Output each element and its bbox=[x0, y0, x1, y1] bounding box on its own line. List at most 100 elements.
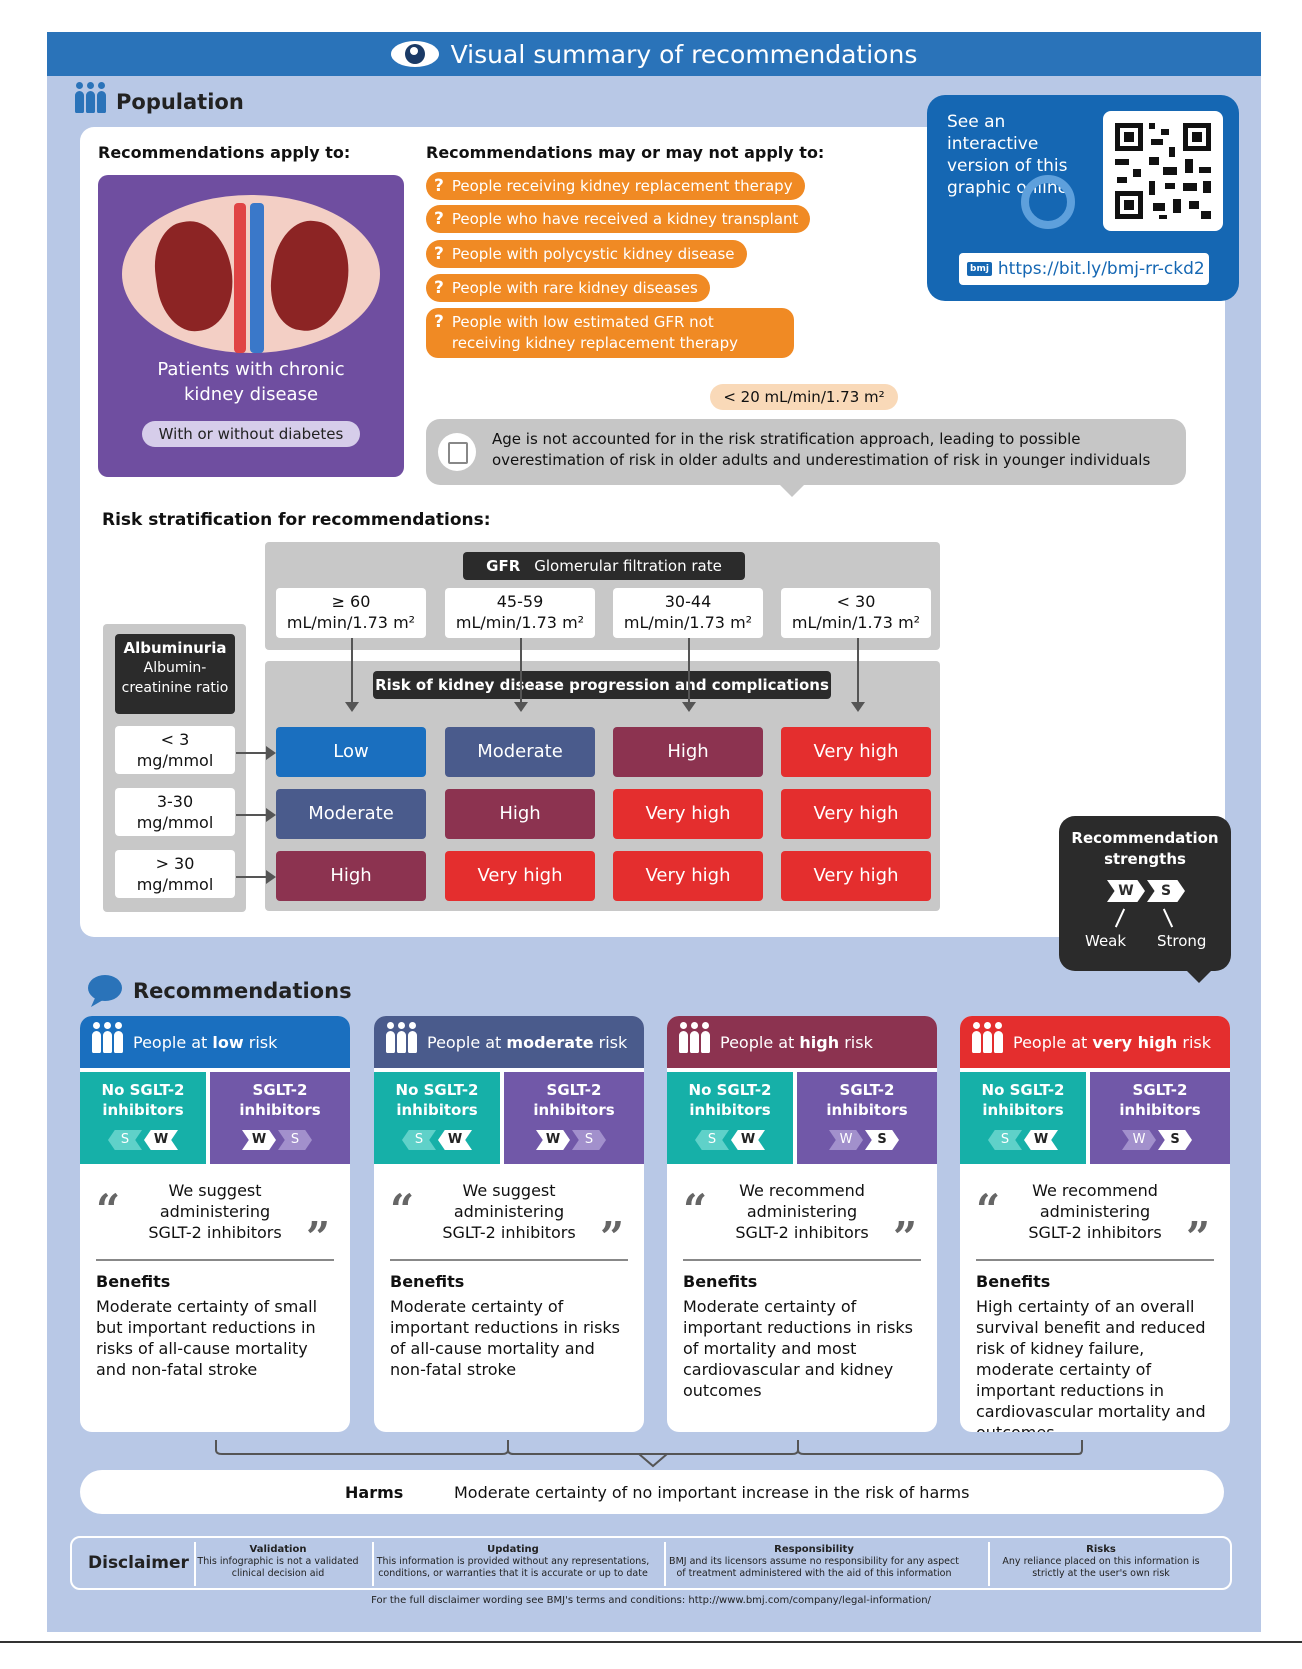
people-icon bbox=[386, 1022, 417, 1053]
risk-cell: High bbox=[613, 727, 763, 777]
risk-cell: Very high bbox=[613, 789, 763, 839]
risk-cell: High bbox=[276, 851, 426, 901]
kidney-illustration bbox=[122, 195, 380, 353]
strength-s-chevron: S bbox=[865, 1130, 899, 1150]
strength-s-chevron: S bbox=[988, 1130, 1022, 1150]
strength-s-chevron: S bbox=[695, 1130, 729, 1150]
open-quote-icon: “ bbox=[390, 1185, 415, 1234]
risk-cell: Very high bbox=[781, 851, 931, 901]
risk-cell: Moderate bbox=[276, 789, 426, 839]
patients-line-1: Patients with chronic bbox=[157, 359, 345, 380]
risk-cell: Very high bbox=[781, 789, 931, 839]
benefits-label: Benefits bbox=[96, 1272, 171, 1291]
arrow-right-icon bbox=[236, 808, 276, 822]
benefits-label: Benefits bbox=[390, 1272, 465, 1291]
bottom-divider bbox=[0, 1641, 1302, 1643]
question-icon: ? bbox=[434, 312, 444, 332]
question-icon: ? bbox=[434, 176, 444, 196]
benefits-label: Benefits bbox=[683, 1272, 758, 1291]
risk-cell: Moderate bbox=[445, 727, 595, 777]
artery-icon bbox=[234, 203, 246, 353]
question-icon: ? bbox=[434, 209, 444, 229]
strength-w-chevron: W bbox=[536, 1130, 570, 1150]
albuminuria-header: Albuminuria Albumin- creatinine ratio < … bbox=[103, 624, 246, 912]
strength-w-chevron: W bbox=[1122, 1130, 1156, 1150]
exception-item: ?People who have received a kidney trans… bbox=[426, 205, 811, 233]
risk-grid: Risk of kidney disease progression and c… bbox=[265, 661, 940, 911]
patients-box: Patients with chronic kidney disease Wit… bbox=[98, 175, 404, 477]
risk-cell: High bbox=[445, 789, 595, 839]
apply-to-heading: Recommendations apply to: bbox=[98, 143, 351, 162]
strength-s-chevron: S bbox=[1158, 1130, 1192, 1150]
benefits-text: Moderate certainty of important reductio… bbox=[683, 1297, 913, 1400]
arrow-right-icon bbox=[236, 746, 276, 760]
weak-chevron: W bbox=[1107, 880, 1145, 902]
exception-item: ?People with polycystic kidney disease bbox=[426, 240, 747, 268]
interactive-text: See an interactive version of this graph… bbox=[947, 112, 1069, 198]
risk-cell: Very high bbox=[613, 851, 763, 901]
close-quote-icon: ” bbox=[306, 1213, 331, 1262]
albuminuria-label: Albuminuria Albumin- creatinine ratio bbox=[115, 634, 235, 714]
title-bar: Visual summary of recommendations bbox=[47, 32, 1261, 76]
open-quote-icon: “ bbox=[976, 1185, 1001, 1234]
strength-s-chevron: S bbox=[572, 1130, 606, 1150]
card-header: People at low risk bbox=[80, 1016, 350, 1068]
brace-connector bbox=[215, 1440, 1083, 1468]
close-quote-icon: ” bbox=[1186, 1213, 1211, 1262]
open-quote-icon: “ bbox=[683, 1185, 708, 1234]
callout-tail bbox=[780, 485, 804, 497]
legend-pointer bbox=[1162, 908, 1174, 928]
strong-label: Strong bbox=[1157, 932, 1207, 950]
card-header: People at high risk bbox=[667, 1016, 937, 1068]
benefits-text: Moderate certainty of small but importan… bbox=[96, 1297, 318, 1379]
card-header: People at moderate risk bbox=[374, 1016, 644, 1068]
calendar-icon bbox=[438, 433, 476, 471]
people-icon bbox=[972, 1022, 1003, 1053]
arrow-down-icon bbox=[682, 638, 696, 712]
strength-s-chevron: S bbox=[402, 1130, 436, 1150]
recommendations-heading: Recommendations bbox=[87, 974, 352, 1008]
right-kidney-icon bbox=[264, 216, 356, 336]
strength-w-chevron: W bbox=[438, 1130, 472, 1150]
benefits-text: Moderate certainty of important reductio… bbox=[390, 1297, 620, 1379]
diabetes-badge: With or without diabetes bbox=[142, 421, 360, 447]
interactive-version-card[interactable]: See an interactive version of this graph… bbox=[927, 95, 1239, 301]
strength-w-chevron: W bbox=[1024, 1130, 1058, 1150]
risk-heading: Risk stratification for recommendations: bbox=[102, 510, 491, 530]
exception-item: ?People receiving kidney replacement the… bbox=[426, 172, 805, 200]
weak-label: Weak bbox=[1085, 932, 1127, 950]
divider bbox=[390, 1259, 628, 1261]
divider bbox=[976, 1259, 1214, 1261]
strength-s-chevron: S bbox=[278, 1130, 312, 1150]
legend-pointer bbox=[1114, 908, 1126, 928]
arrow-down-icon bbox=[514, 638, 528, 712]
strength-s-chevron: S bbox=[108, 1130, 142, 1150]
speech-bubble-icon bbox=[88, 975, 122, 1007]
age-note: Age is not accounted for in the risk str… bbox=[426, 419, 1186, 485]
qr-code-icon[interactable] bbox=[1103, 111, 1223, 231]
arrow-right-icon bbox=[236, 870, 276, 884]
harms-bar: Harms Moderate certainty of no important… bbox=[80, 1470, 1224, 1514]
close-quote-icon: ” bbox=[893, 1213, 918, 1262]
population-panel: Recommendations apply to: Patients with … bbox=[80, 127, 1225, 937]
risk-cell: Very high bbox=[445, 851, 595, 901]
strong-chevron: S bbox=[1147, 880, 1185, 902]
